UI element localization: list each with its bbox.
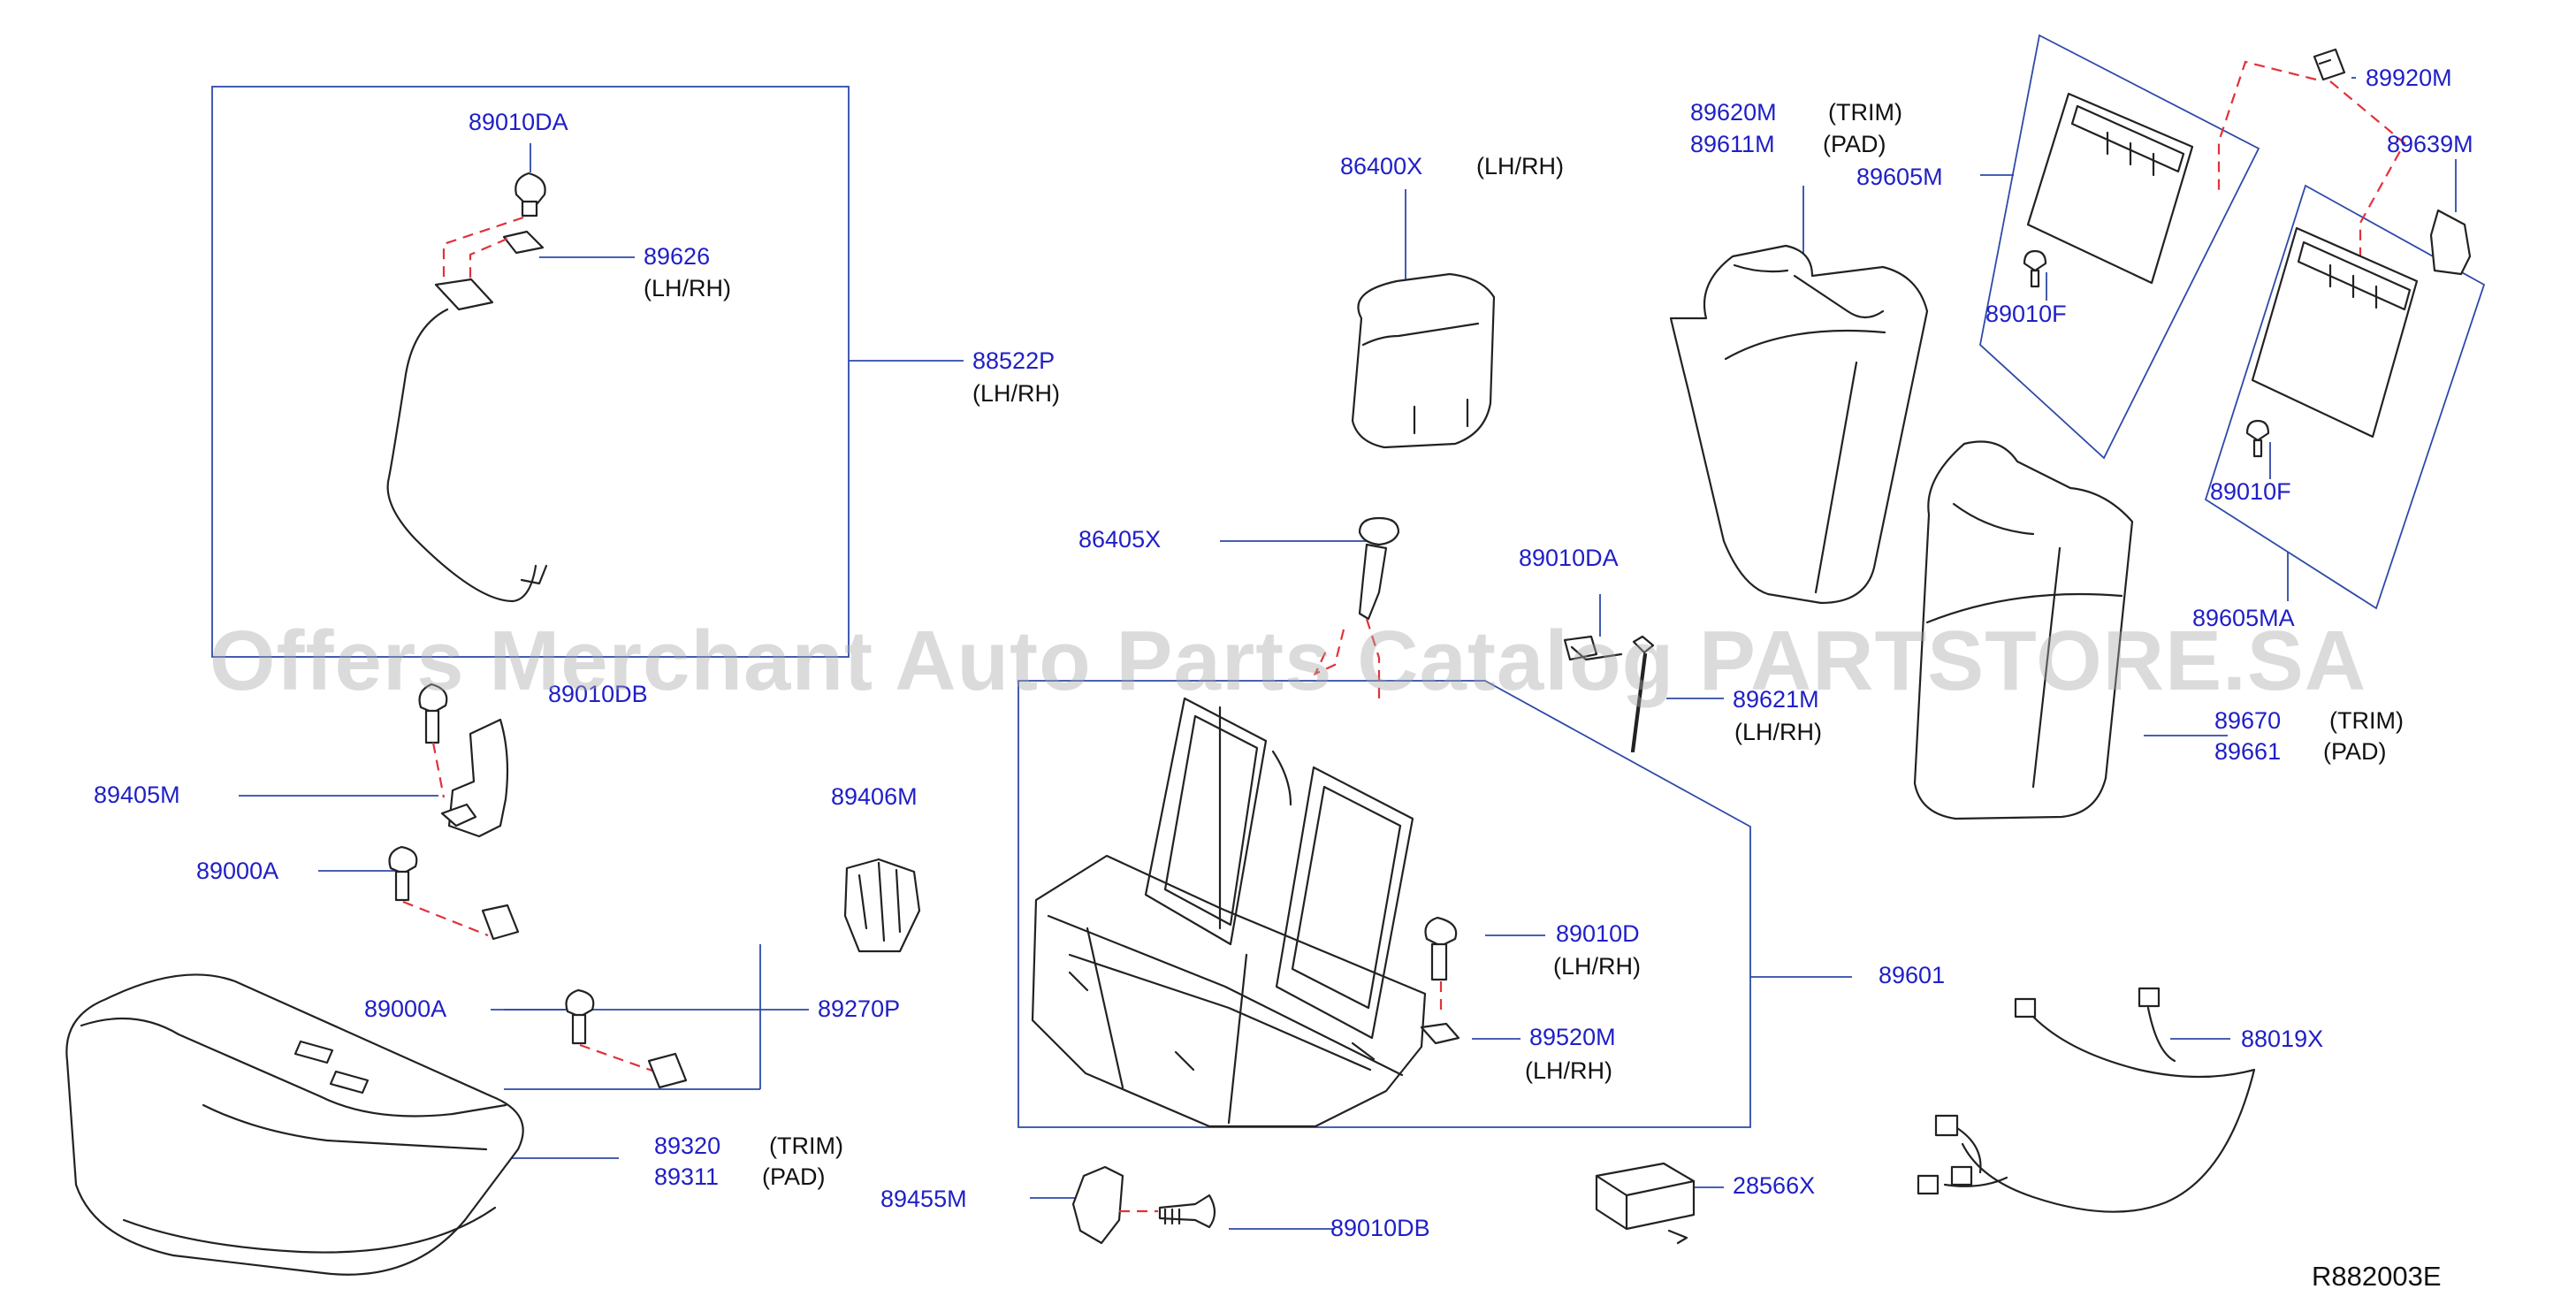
bracket-89405M-drawing: [418, 683, 509, 838]
part-number-89010D[interactable]: 89010D: [1556, 920, 1640, 947]
part-note-86400X: (LH/RH): [1476, 153, 1564, 179]
group-box-89605M: [1979, 34, 2260, 460]
part-number-89010DB[interactable]: 89010DB: [548, 681, 648, 707]
part-number-28566X[interactable]: 28566X: [1733, 1172, 1816, 1199]
part-number-89010DA[interactable]: 89010DA: [469, 109, 568, 135]
part-number-88019X[interactable]: 88019X: [2241, 1026, 2324, 1052]
part-number-89311[interactable]: 89311: [654, 1163, 720, 1190]
part-number-86405X[interactable]: 86405X: [1078, 526, 1162, 553]
bolts-clips-drawing: [388, 845, 688, 1089]
part-note-89661: (PAD): [2323, 738, 2387, 765]
part-number-89406M[interactable]: 89406M: [831, 783, 918, 810]
part-number-89270P[interactable]: 89270P: [818, 995, 901, 1022]
harness-88019X-drawing: [1917, 987, 2256, 1213]
part-note-89670: (TRIM): [2329, 707, 2404, 734]
bracket-89639M-drawing: [2429, 209, 2472, 276]
bolt-clip-89010D-drawing: [1420, 916, 1460, 1045]
part-number-88522P[interactable]: 88522P: [972, 347, 1056, 374]
part-number-89320[interactable]: 89320: [654, 1133, 721, 1159]
part-number-89626[interactable]: 89626: [644, 243, 711, 270]
part-note-89626: (LH/RH): [644, 275, 731, 301]
part-note-89621M: (LH/RH): [1734, 719, 1822, 745]
module-28566X-drawing: [1595, 1162, 1696, 1245]
seatback-89620M-drawing: [1669, 244, 1929, 605]
part-number-89670[interactable]: 89670: [2214, 707, 2282, 734]
part-number-89455M[interactable]: 89455M: [880, 1186, 967, 1212]
part-number-89000A-lower[interactable]: 89000A: [364, 995, 447, 1022]
part-note-89611M: (PAD): [1823, 131, 1886, 157]
part-note-89320: (TRIM): [769, 1133, 843, 1159]
part-number-89620M[interactable]: 89620M: [1690, 99, 1777, 126]
part-number-89010F[interactable]: 89010F: [1985, 301, 2067, 327]
part-number-86400X[interactable]: 86400X: [1340, 153, 1423, 179]
part-number-89639M[interactable]: 89639M: [2387, 131, 2473, 157]
back-board-89605M-drawing: [2023, 92, 2194, 288]
headrest-86400X-drawing: [1351, 272, 1496, 449]
part-number-89010DB-lower[interactable]: 89010DB: [1330, 1215, 1430, 1241]
part-number-89520M[interactable]: 89520M: [1529, 1024, 1616, 1050]
diagram-reference-code: R882003E: [2312, 1261, 2442, 1292]
cable-88522P-drawing: [386, 172, 548, 603]
latch-89920M-drawing: [2217, 48, 2406, 258]
part-number-89605M[interactable]: 89605M: [1856, 164, 1943, 190]
part-number-89611M[interactable]: 89611M: [1690, 131, 1775, 157]
part-number-89000A[interactable]: 89000A: [196, 858, 279, 884]
part-note-88522P: (LH/RH): [972, 380, 1060, 407]
part-note-89620M: (TRIM): [1828, 99, 1902, 126]
part-number-89010F-right[interactable]: 89010F: [2210, 478, 2291, 505]
seatback-89670-drawing: [1913, 440, 2134, 820]
headrest-guide-86405X-drawing: [1313, 516, 1400, 702]
part-note-89520M: (LH/RH): [1525, 1057, 1612, 1084]
part-number-89010DA-center[interactable]: 89010DA: [1519, 545, 1619, 571]
part-note-89010D: (LH/RH): [1553, 953, 1641, 980]
cover-89406M-drawing: [843, 858, 921, 953]
group-box-89605MA: [2204, 184, 2486, 610]
part-number-89661[interactable]: 89661: [2214, 738, 2282, 765]
seat-frame-89601-drawing: [1031, 697, 1427, 1128]
back-board-89605MA-drawing: [2245, 226, 2419, 458]
watermark-text: Offers Merchant Auto Parts Catalog PARTS…: [209, 614, 2367, 708]
group-box-88522P: [211, 86, 850, 658]
part-number-89621M[interactable]: 89621M: [1733, 686, 1819, 713]
seat-cushion-89320-drawing: [65, 973, 524, 1276]
part-number-89920M[interactable]: 89920M: [2366, 65, 2452, 91]
part-number-89601[interactable]: 89601: [1879, 962, 1946, 988]
part-number-89405M[interactable]: 89405M: [94, 782, 180, 808]
part-number-89605MA[interactable]: 89605MA: [2192, 605, 2295, 631]
part-note-89311: (PAD): [762, 1163, 826, 1190]
bracket-89455M-drawing: [1071, 1165, 1216, 1245]
clip-rod-89621M-drawing: [1563, 635, 1655, 753]
